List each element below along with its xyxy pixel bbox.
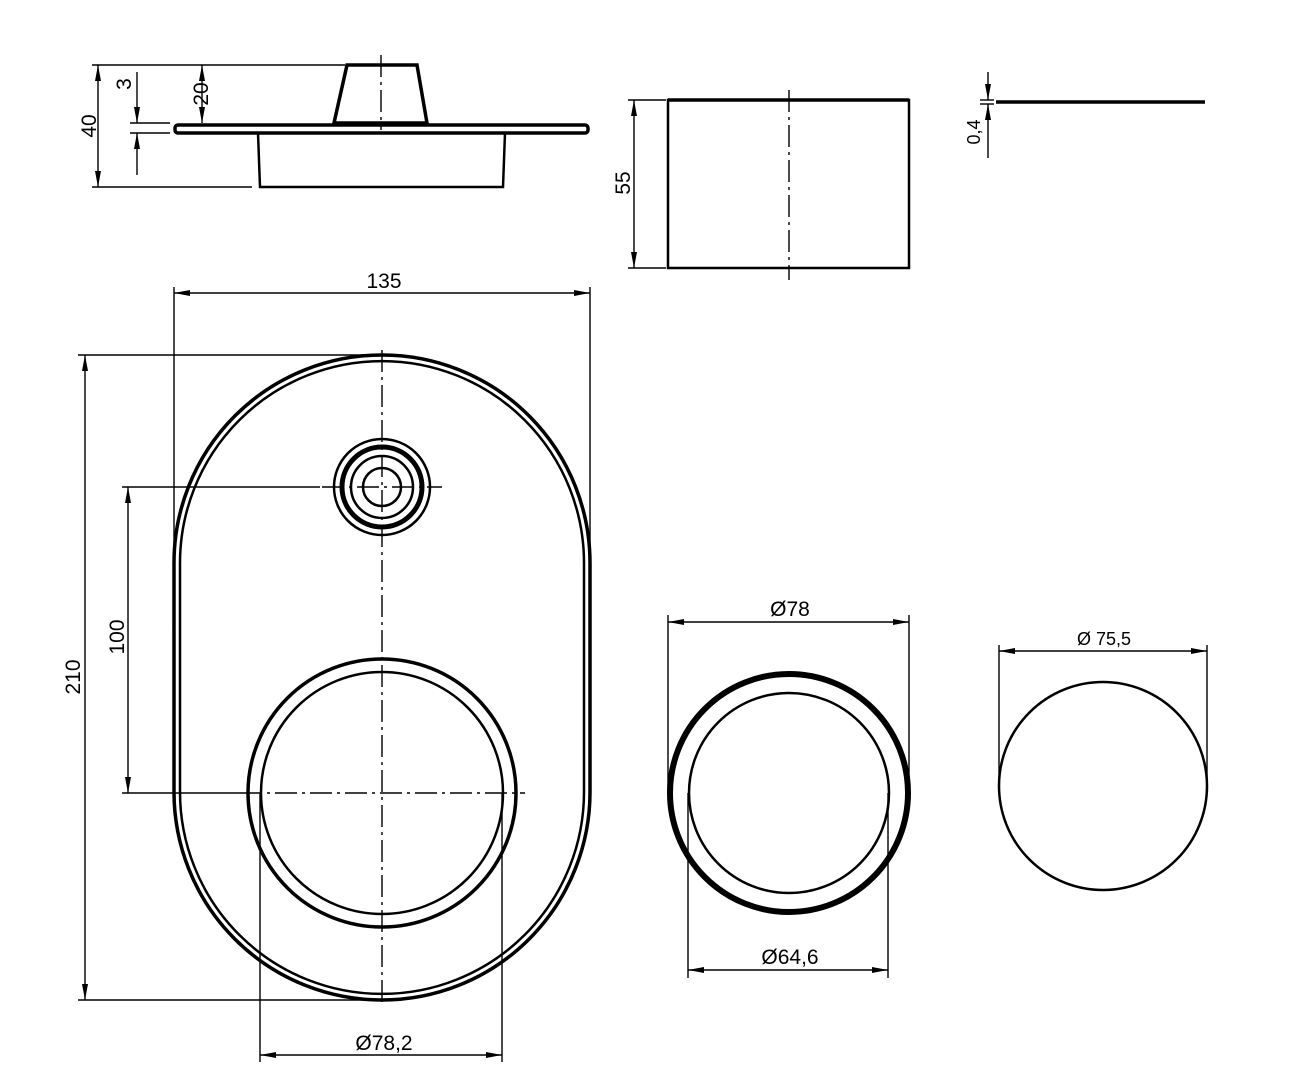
ring-plan-view: Ø78 Ø64,6 — [667, 598, 911, 978]
dim-large-hole-diameter: Ø78,2 — [355, 1032, 412, 1055]
dim-ring-height: 55 — [612, 171, 635, 194]
dim-disc-diameter: Ø 75,5 — [1077, 629, 1131, 649]
sheet-side-view: 0,4 — [964, 72, 1205, 158]
dim-plate-width: 135 — [366, 270, 401, 293]
side-view: 40 3 20 — [78, 55, 590, 189]
ring-side-view: 55 — [612, 90, 911, 280]
dim-flange-thickness: 3 — [113, 78, 136, 90]
dim-sheet-thickness: 0,4 — [964, 119, 984, 144]
disc-plan-view: Ø 75,5 — [997, 629, 1209, 892]
dim-center-distance: 100 — [106, 619, 129, 654]
dim-ring-inner-diameter: Ø64,6 — [761, 946, 818, 969]
dim-boss-height: 20 — [190, 82, 213, 105]
plan-view: 135 210 100 Ø78,2 — [62, 270, 592, 1062]
dim-plate-height: 210 — [62, 659, 85, 694]
dim-ring-outer-diameter: Ø78 — [770, 598, 810, 621]
dim-total-height: 40 — [78, 114, 101, 137]
